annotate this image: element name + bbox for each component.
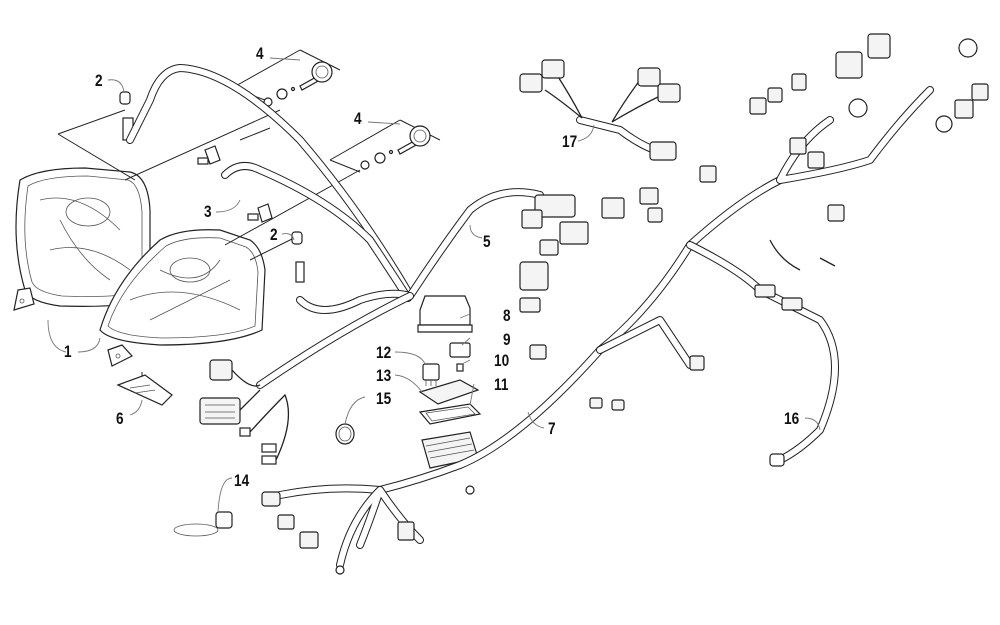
leader-lines [47, 57, 821, 513]
callout-4-lower: 4 [354, 109, 362, 128]
callout-10: 10 [494, 351, 510, 370]
main-harness [261, 33, 989, 575]
callout-8: 8 [503, 306, 511, 325]
bulb-upper [197, 145, 221, 165]
fuse-box-cover [417, 295, 473, 333]
relay-12 [422, 363, 440, 386]
callout-7: 7 [548, 419, 556, 438]
callout-16: 16 [784, 409, 800, 428]
headlight-right [99, 229, 266, 367]
headlight-harness [126, 64, 625, 389]
callout-6: 6 [116, 409, 124, 428]
adjuster-assembly-upper [263, 61, 333, 107]
callout-2-upper: 2 [95, 71, 103, 90]
callout-1: 1 [64, 342, 72, 361]
callout-12: 12 [376, 343, 392, 362]
callout-13: 13 [376, 366, 392, 385]
clamp [335, 423, 355, 445]
injector-harness [519, 59, 681, 161]
harness-connector-left [199, 359, 290, 465]
decal [116, 374, 173, 406]
relay-9 [449, 342, 471, 358]
fuse-label [418, 379, 480, 405]
callout-2-lower: 2 [270, 225, 278, 244]
bulb-lower [247, 203, 273, 223]
gasket [418, 403, 482, 425]
callout-11: 11 [494, 375, 509, 394]
callout-5: 5 [483, 232, 491, 251]
bulb-socket-lower [291, 231, 305, 283]
callout-9: 9 [503, 330, 511, 349]
adjuster-assembly-lower [360, 125, 431, 170]
callout-15: 15 [376, 389, 392, 408]
cap [173, 511, 233, 537]
callout-3: 3 [204, 202, 212, 221]
callout-4-upper: 4 [256, 44, 264, 63]
callout-17: 17 [562, 132, 578, 151]
fuse-clip [456, 363, 464, 372]
callout-14: 14 [234, 471, 250, 490]
